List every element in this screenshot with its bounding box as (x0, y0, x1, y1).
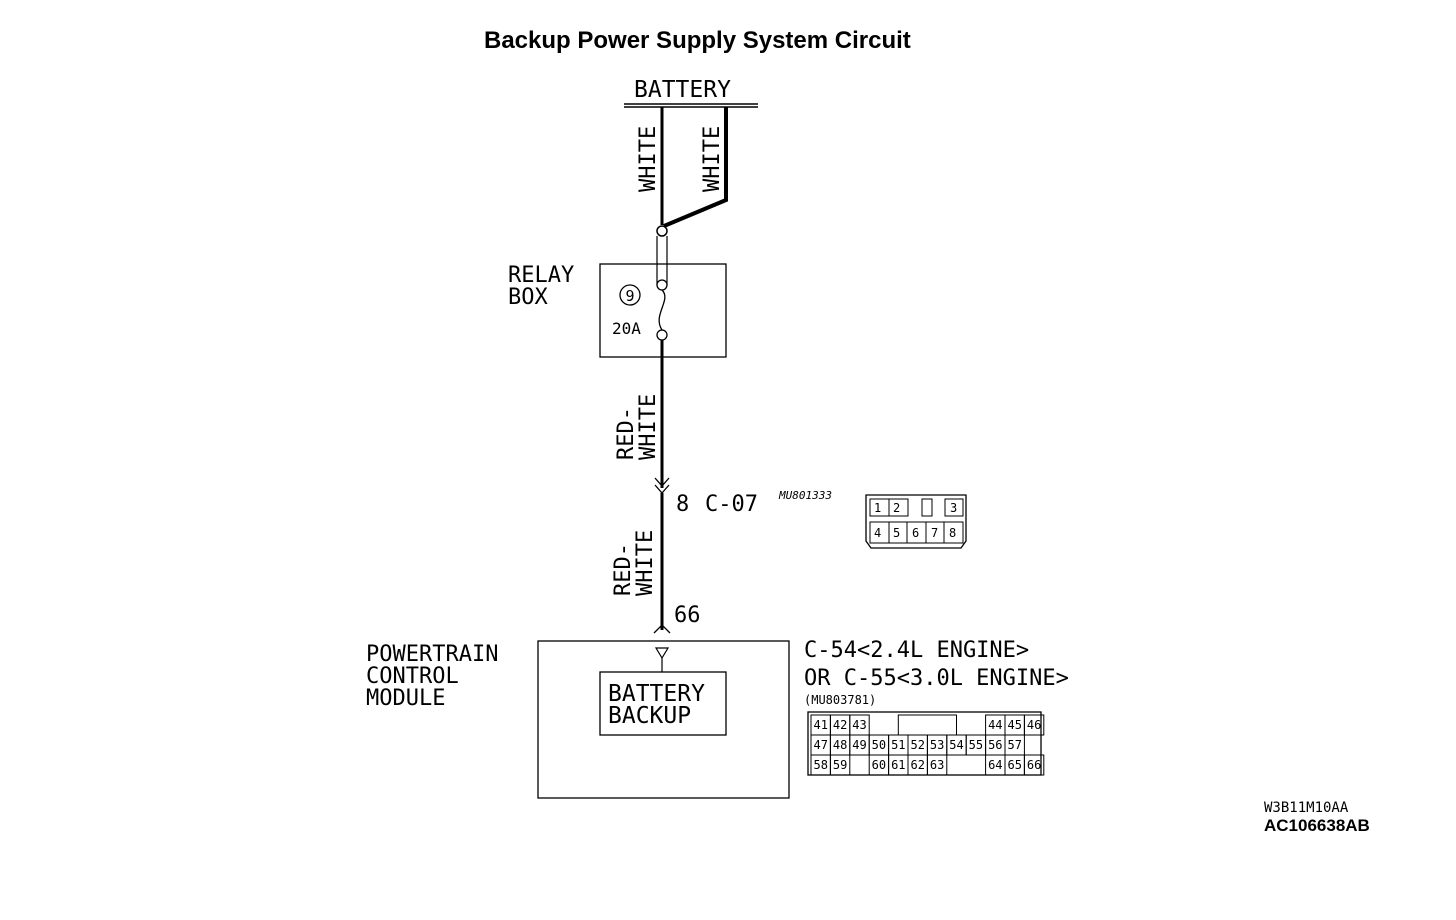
wire-lower-label-line1: RED- (611, 543, 636, 596)
pcm-pin-label: 44 (988, 718, 1002, 732)
connector-id: C-07 (705, 492, 758, 517)
pcm-label-line1: POWERTRAIN (366, 642, 498, 667)
connector-part-number: MU801333 (778, 489, 832, 502)
diagram-title: Backup Power Supply System Circuit (484, 27, 911, 54)
fuse-number-circle (619, 284, 641, 306)
connector-chevron-upper (654, 477, 670, 487)
pcm-pin-label: 41 (813, 718, 827, 732)
pcm-pin-cell (1023, 714, 1045, 736)
battery-backup-block (599, 671, 727, 736)
pcm-connector-label-line1: C-54<2.4L ENGINE> (804, 638, 1029, 663)
fuse-terminal-top (656, 279, 668, 291)
c07-key (921, 498, 933, 517)
pcm-pin-label: 66 (1027, 758, 1041, 772)
splice-junction (656, 225, 668, 237)
connector-pin-number: 8 (676, 492, 689, 517)
pcm-pin-label: 64 (988, 758, 1002, 772)
pcm-pin-label: 52 (910, 738, 924, 752)
wire-upper-label-line1: RED- (614, 407, 639, 460)
fuse-element (658, 289, 666, 331)
c07-pin: 8 (949, 526, 956, 540)
pcm-pin-label: 55 (969, 738, 983, 752)
wire-right-label: WHITE (700, 126, 725, 192)
junction-lead (656, 236, 668, 285)
fuse-terminal-bottom (656, 329, 668, 341)
pcm-pin-label: 48 (833, 738, 847, 752)
pcm-pin-label: 54 (949, 738, 963, 752)
c07-pin: 4 (874, 526, 881, 540)
pcm-pin-label: 61 (891, 758, 905, 772)
c07-top-right-cell (944, 498, 964, 517)
pcm-pin-label: 60 (872, 758, 886, 772)
pcm-pin-label: 65 (1007, 758, 1021, 772)
c07-pin: 1 (874, 501, 881, 515)
wire-white-right (663, 107, 728, 228)
pcm-label-line3: MODULE (366, 686, 445, 711)
c07-pin: 5 (893, 526, 900, 540)
pcm-pin-label: 57 (1007, 738, 1021, 752)
drawing-code: W3B11M10AA (1264, 800, 1349, 816)
pcm-pin-label: 46 (1027, 718, 1041, 732)
battery-label: BATTERY (634, 77, 731, 103)
pcm-pin-label: 58 (813, 758, 827, 772)
wire-lower-label-line2: WHITE (633, 530, 658, 596)
pcm-pin-label: 42 (833, 718, 847, 732)
c07-pin: 6 (912, 526, 919, 540)
wire-left-label: WHITE (636, 126, 661, 192)
connector-c07-face: 1 2 3 4 5 6 7 8 (865, 494, 967, 549)
fuse-number: 9 (625, 287, 634, 305)
pcm-connector-label-line2: OR C-55<3.0L ENGINE> (804, 666, 1069, 691)
pcm-pin-label: 43 (852, 718, 866, 732)
pcm-pin-cell (1023, 754, 1045, 776)
connector-c07-outline (865, 494, 967, 549)
pcm-connector-key (897, 714, 957, 736)
pcm-pin-label: 63 (930, 758, 944, 772)
pcm-pin-label: 50 (872, 738, 886, 752)
pcm-input-terminal (654, 647, 670, 660)
pcm-pin-label: 47 (813, 738, 827, 752)
pcm-label-line2: CONTROL (366, 664, 459, 689)
pcm-pin-cell (829, 754, 851, 776)
pcm-pin-label: 56 (988, 738, 1002, 752)
pcm-pin-number: 66 (674, 603, 701, 628)
c07-pin: 3 (950, 501, 957, 515)
c07-bottom-row (869, 521, 964, 544)
figure-code: AC106638AB (1264, 816, 1370, 835)
battery-backup-line2: BACKUP (608, 703, 691, 729)
battery-backup-line1: BATTERY (608, 681, 705, 707)
pcm-pin-label: 51 (891, 738, 905, 752)
pcm-box (537, 640, 790, 799)
pcm-pin-label: 53 (930, 738, 944, 752)
c07-pin: 7 (931, 526, 938, 540)
pcm-pin-label: 49 (852, 738, 866, 752)
pcm-pin-label: 45 (1007, 718, 1021, 732)
pcm-pin-label: 62 (910, 758, 924, 772)
pcm-connector-part-number: (MU803781) (804, 693, 876, 707)
pcm-pin-cell (926, 754, 948, 776)
relay-box-label-line1: RELAY (508, 263, 574, 288)
pcm-pin-chevron (653, 624, 671, 634)
pcm-pin-label: 59 (833, 758, 847, 772)
fuse-rating: 20A (612, 319, 641, 338)
c07-pin: 2 (893, 501, 900, 515)
relay-box-label-line2: BOX (508, 285, 548, 310)
pcm-connector-face: 41 42 43 44 45 46 47 48 49 50 51 52 53 54 55 56 57 58 59 60… (807, 711, 1045, 776)
wire-upper-label-line2: WHITE (636, 394, 661, 460)
